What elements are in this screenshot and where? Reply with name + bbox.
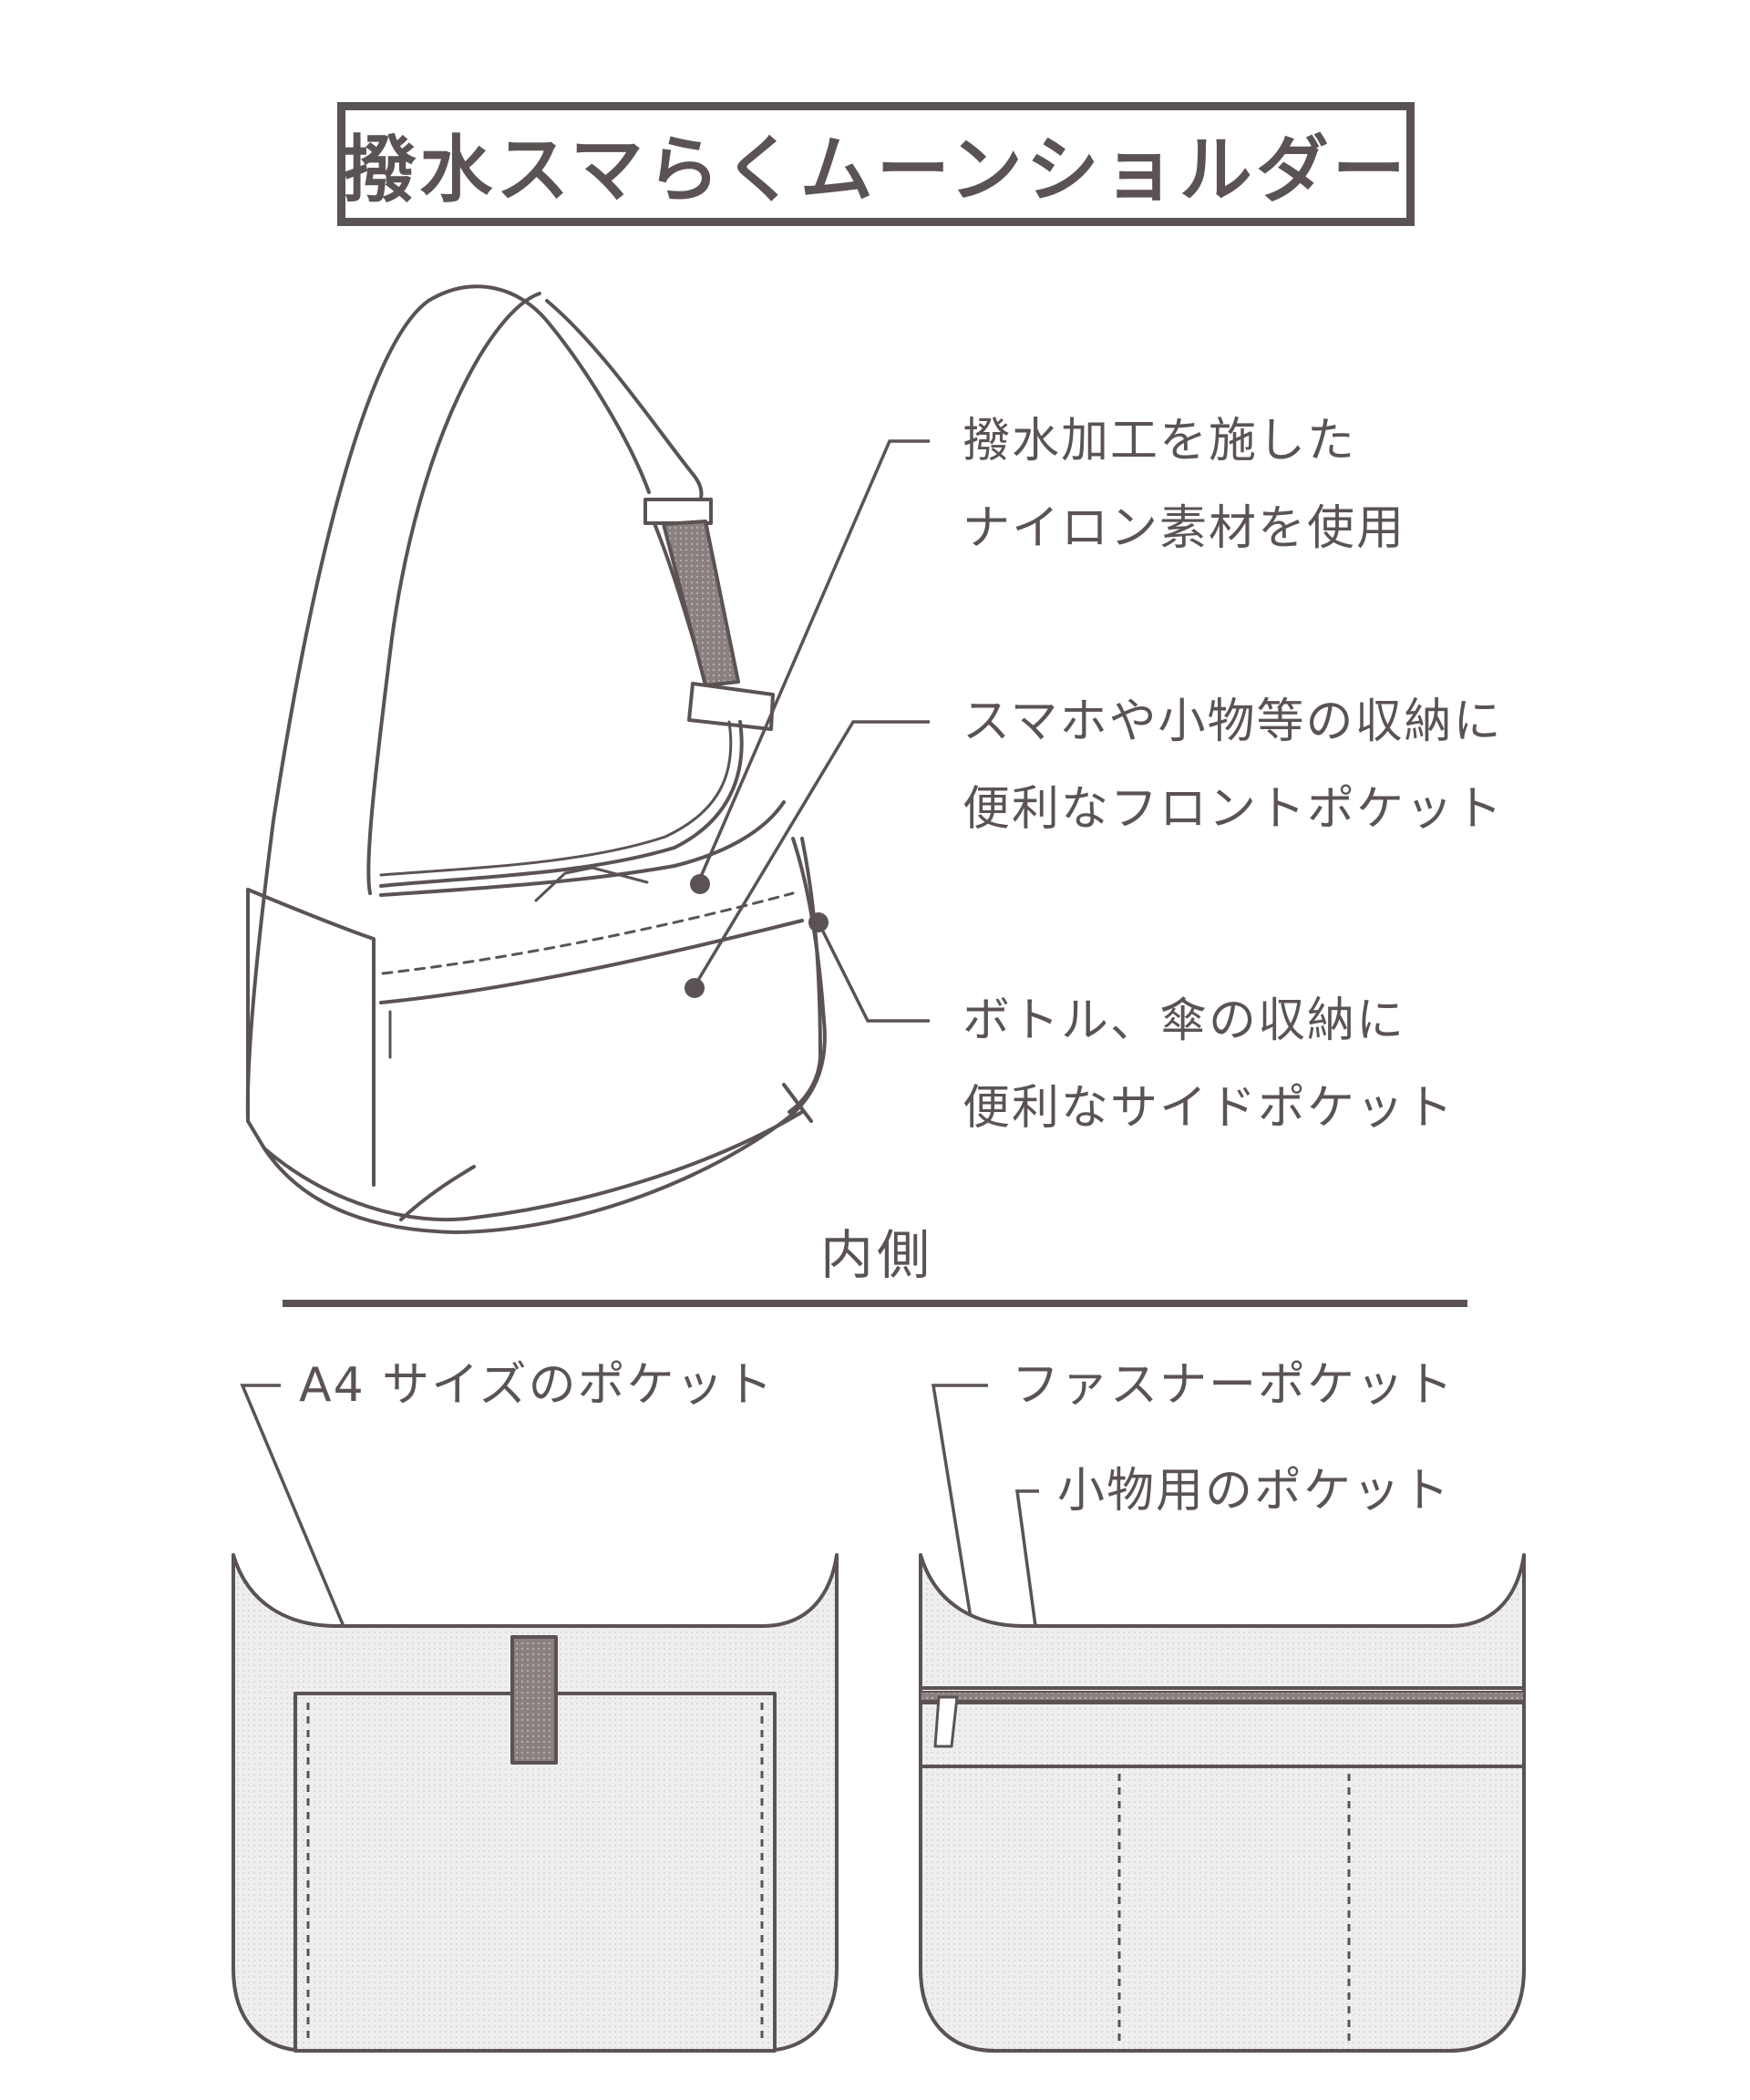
strap-right-edge (545, 299, 704, 512)
front-pocket-top (379, 800, 786, 897)
a4-pocket-stitch (306, 1703, 764, 2042)
label-side-pocket: ボトル、傘の収納に 便利なサイドポケット (962, 993, 1456, 1136)
label-small-pocket: 小物用のポケット (1057, 1464, 1452, 1518)
bag-main-illustration (245, 284, 827, 1234)
small-pocket-stitch (1117, 1774, 1351, 2045)
bag-base-line (399, 1165, 476, 1221)
a4-pocket (293, 1692, 777, 2053)
leader-front-pocket (693, 720, 930, 987)
inner-tab (510, 1635, 558, 1765)
title-box: 撥水スマらくムーンショルダー (337, 102, 1415, 226)
small-pocket-panel (919, 1765, 1526, 2053)
label-zipper-pocket: ファスナーポケット (1012, 1358, 1456, 1413)
zipper-pocket-panel (919, 1701, 1526, 1768)
dot-front-pocket (685, 978, 705, 998)
strap-loop (687, 682, 775, 731)
zipper-teeth (920, 1691, 1525, 1702)
front-pocket-stitch (381, 891, 795, 975)
strap-inner-line (366, 292, 541, 895)
bag-outline (245, 284, 827, 1234)
side-pocket-edge (788, 837, 822, 1114)
bag-bottom-seam (262, 1110, 804, 1222)
leader-a4-pocket (240, 1384, 392, 1738)
front-zip-pull (534, 866, 649, 902)
front-pocket-band-bottom (379, 919, 804, 1004)
leader-zipper-pocket (931, 1384, 988, 1693)
label-a4-pocket: A4 サイズのポケット (299, 1358, 775, 1413)
strap-webbing (662, 520, 740, 687)
inner-left-panel (232, 1553, 839, 2053)
label-material: 撥水加工を施した ナイロン素材を使用 (962, 414, 1406, 556)
inner-section-label: 内側 (820, 1224, 934, 1286)
leader-lines (240, 439, 1061, 1802)
upper-zip-line-2 (379, 720, 733, 877)
side-pocket-seam (782, 1083, 813, 1123)
leader-material (698, 439, 930, 880)
dot-material (690, 874, 710, 894)
side-panel (246, 888, 376, 1187)
dot-side-pocket (808, 912, 829, 932)
inner-right-panel (919, 1553, 1526, 2053)
page-title: 撥水スマらくムーンショルダー (343, 128, 1409, 212)
upper-zip-line (379, 720, 744, 888)
leader-side-pocket (817, 921, 930, 1023)
strap-buckle (643, 498, 713, 525)
label-front-pocket: スマホや小物等の収納に 便利なフロントポケット (962, 695, 1505, 837)
zipper-pull-inner (933, 1695, 959, 1748)
